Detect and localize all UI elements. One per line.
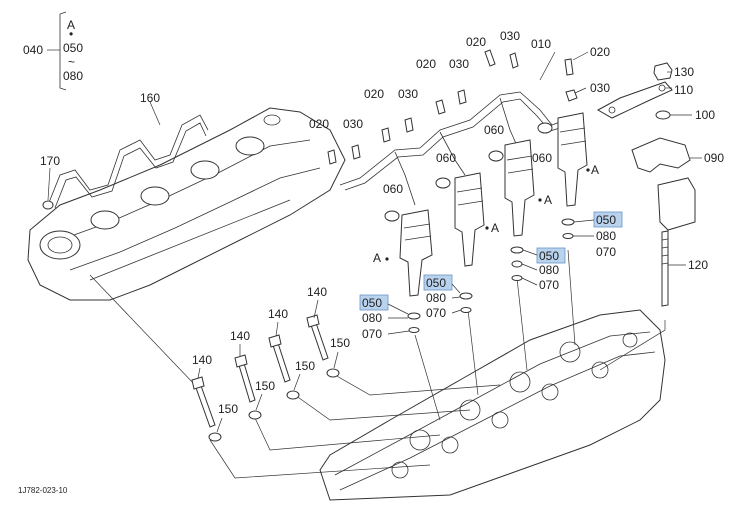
clamp-plate-110 — [596, 81, 673, 119]
injector-2 — [454, 172, 485, 267]
return-pipe-160 — [47, 114, 209, 209]
highlight-050-c — [423, 274, 453, 291]
group-label-dot: • — [69, 27, 73, 41]
label-120: 120 — [688, 258, 708, 272]
group-label-tilde: ~ — [68, 55, 75, 69]
figure-id-code: 1J782-023-10 — [18, 486, 68, 495]
highlight-050-d — [359, 294, 389, 311]
label-060-c: 060 — [532, 151, 552, 165]
callout-leaders — [47, 51, 702, 266]
label-060-a: 060 — [484, 123, 504, 137]
label-140-b: 140 — [268, 307, 288, 321]
label-020-e: 020 — [590, 45, 610, 59]
injector-4 — [557, 112, 588, 207]
label-150-c: 150 — [255, 379, 275, 393]
label-070-b: 070 — [539, 278, 559, 292]
group-label-080: 080 — [63, 69, 83, 83]
injection-pipes — [339, 91, 566, 206]
label-010: 010 — [531, 37, 551, 51]
label-030-b: 030 — [398, 87, 418, 101]
label-060-b: 060 — [436, 151, 456, 165]
seal-stack-2 — [459, 292, 473, 313]
label-020-b: 020 — [364, 87, 384, 101]
nut-130 — [653, 62, 673, 81]
pipe-bolts-top — [327, 49, 578, 165]
a-dot-3 — [485, 226, 489, 230]
nut-170 — [42, 200, 54, 210]
gaskets-150 — [208, 368, 340, 442]
label-070-d: 070 — [362, 327, 382, 341]
injector-1 — [399, 209, 433, 297]
label-150-a: 150 — [330, 336, 350, 350]
label-070-a: 070 — [596, 245, 616, 259]
stud-120 — [661, 230, 669, 307]
label-130: 130 — [674, 65, 694, 79]
label-140-a: 140 — [307, 285, 327, 299]
label-110: 110 — [674, 83, 693, 97]
cylinder-head — [319, 309, 666, 501]
washer-100 — [655, 110, 671, 120]
label-070-c: 070 — [426, 306, 446, 320]
group-label-050: 050 — [63, 41, 83, 55]
label-080-d: 080 — [362, 311, 382, 325]
glow-plug-4 — [306, 314, 329, 361]
highlight-050-b — [536, 247, 566, 264]
glow-plug-1 — [191, 376, 216, 428]
manifold-cover — [27, 107, 346, 301]
label-080-a: 080 — [596, 229, 616, 243]
label-050-d: 050 — [362, 296, 382, 310]
label-050-a: 050 — [596, 213, 616, 227]
glow-plug-2 — [234, 354, 256, 403]
seal-stack-1 — [407, 312, 421, 333]
a-dot-4 — [385, 257, 389, 261]
leader-lines — [89, 249, 666, 479]
seal-stack-4 — [561, 218, 575, 239]
label-160: 160 — [140, 91, 160, 105]
label-030-c: 030 — [449, 57, 469, 71]
label-a-1: A — [591, 163, 599, 177]
group-label-a: A — [67, 18, 75, 32]
label-140-d: 140 — [192, 353, 212, 367]
label-150-d: 150 — [218, 402, 238, 416]
label-140-c: 140 — [230, 329, 250, 343]
label-080-c: 080 — [426, 291, 446, 305]
highlight-050-a — [593, 211, 623, 228]
seal-stack-3 — [510, 246, 524, 281]
bracket-block — [657, 177, 696, 231]
label-030-a: 030 — [343, 117, 363, 131]
label-050-c: 050 — [426, 276, 446, 290]
label-020-c: 020 — [416, 57, 436, 71]
label-080-b: 080 — [539, 263, 559, 277]
label-a-3: A — [491, 221, 499, 235]
label-040: 040 — [23, 43, 43, 57]
group-bracket-040: 040 A • 050 ~ 080 — [23, 11, 83, 91]
glow-plug-3 — [268, 334, 291, 383]
injector-3 — [504, 139, 535, 237]
label-a-4: A — [373, 251, 381, 265]
label-090: 090 — [704, 151, 724, 165]
o-rings-060 — [384, 122, 553, 222]
label-020-d: 020 — [466, 35, 486, 49]
label-a-2: A — [544, 193, 552, 207]
label-020-a: 020 — [309, 117, 329, 131]
label-170: 170 — [40, 154, 60, 168]
a-dot-1 — [586, 168, 590, 172]
label-030-e: 030 — [590, 81, 610, 95]
label-100: 100 — [695, 108, 715, 122]
label-060-d: 060 — [383, 182, 403, 196]
label-150-b: 150 — [295, 359, 315, 373]
label-050-b: 050 — [539, 249, 559, 263]
a-dot-2 — [538, 198, 542, 202]
label-030-d: 030 — [500, 29, 520, 43]
clamp-090 — [631, 137, 691, 173]
